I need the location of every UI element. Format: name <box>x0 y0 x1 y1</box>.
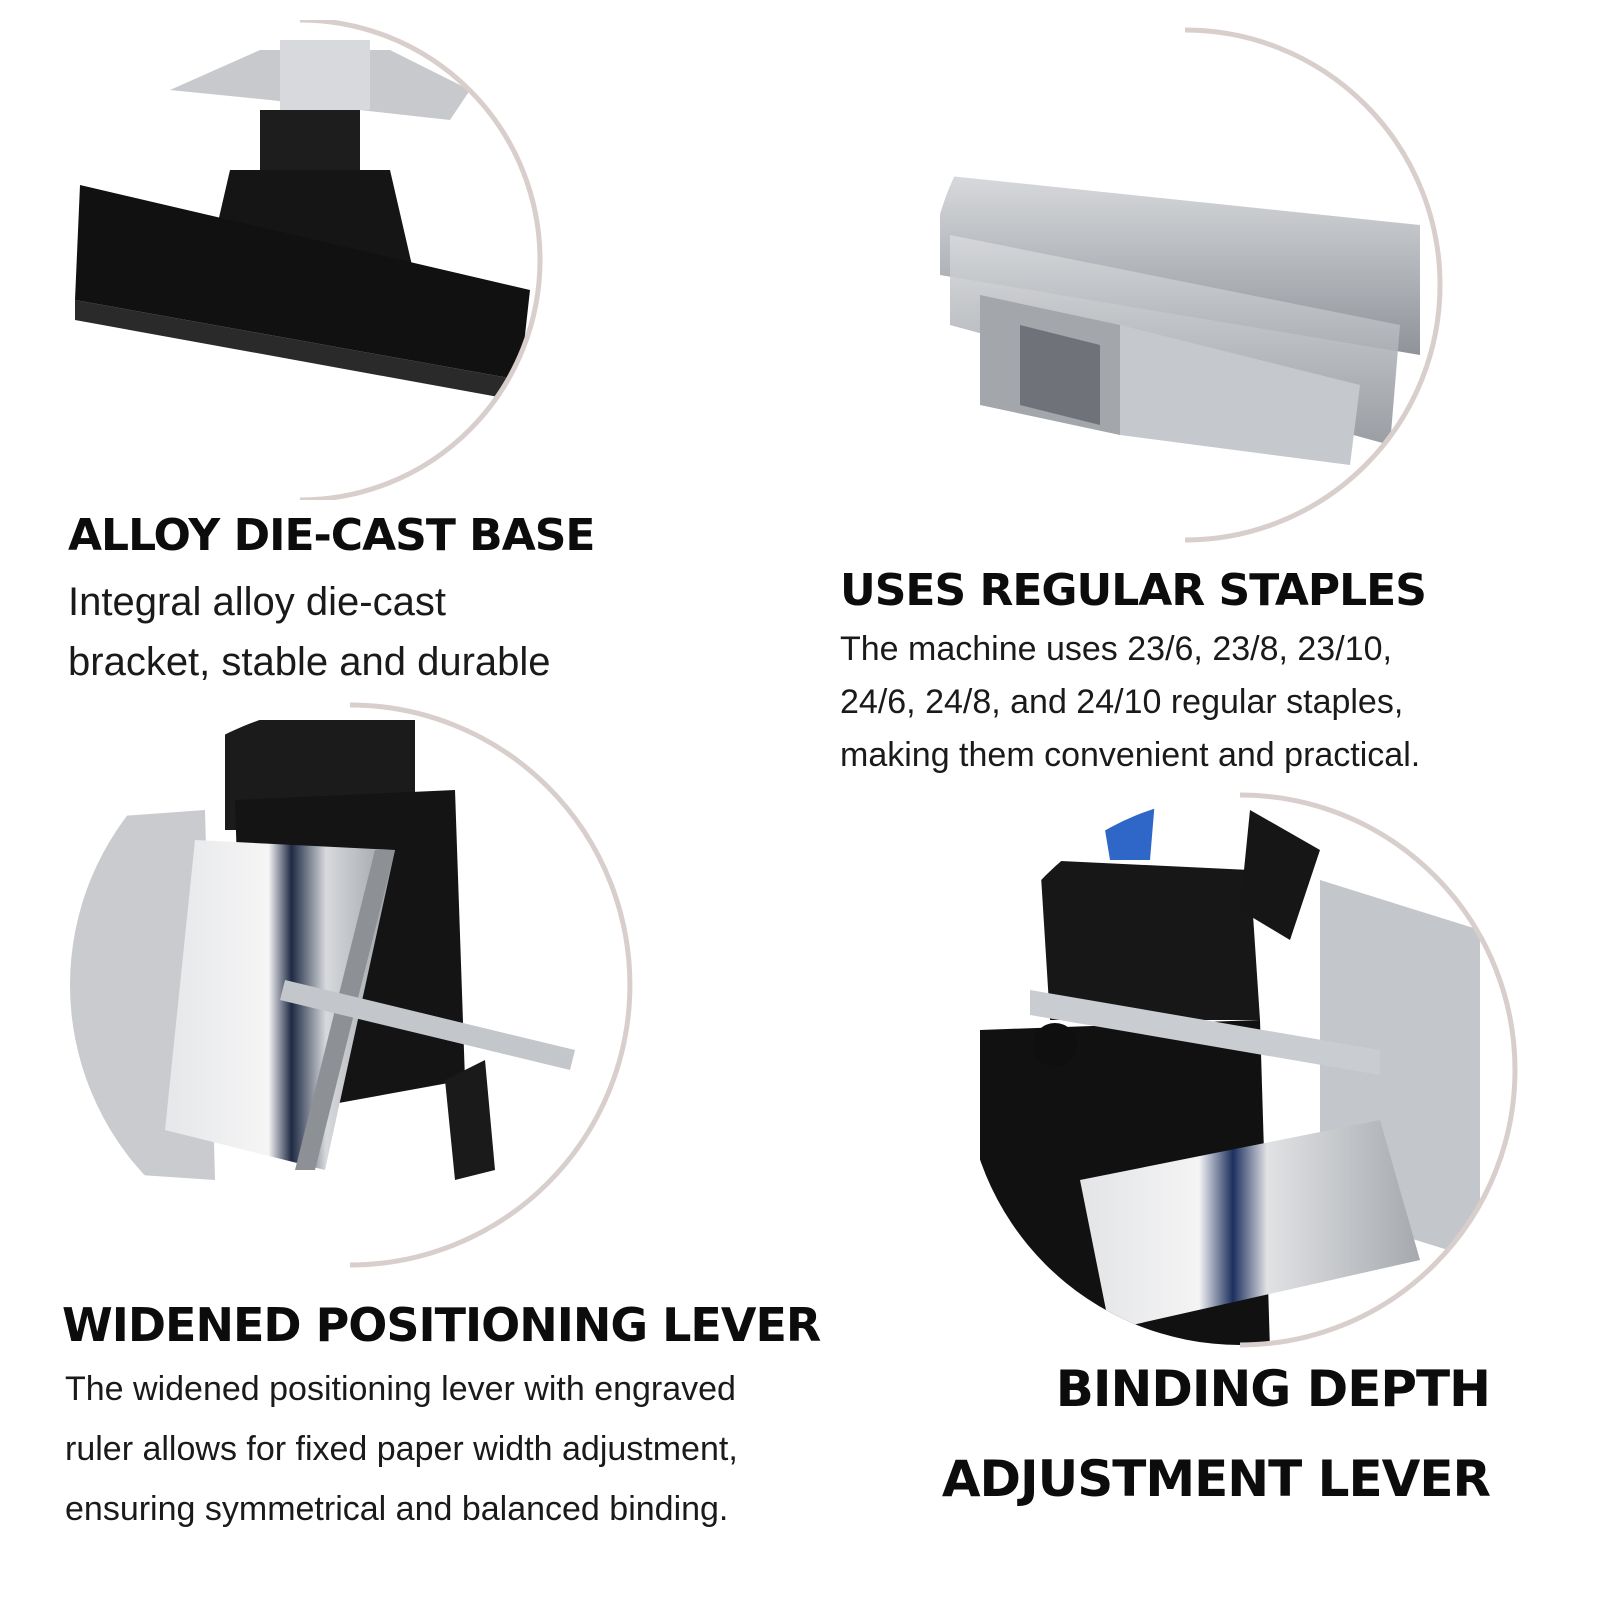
feature-heading-staples: USES REGULAR STAPLES <box>840 565 1427 616</box>
feature-heading-depth-line2: ADJUSTMENT LEVER <box>941 1450 1491 1508</box>
depth-lever-image <box>960 790 1520 1350</box>
staples-product-image <box>920 25 1450 545</box>
feature-desc-staples-line1: The machine uses 23/6, 23/8, 23/10, <box>840 630 1392 668</box>
feature-heading-base: ALLOY DIE-CAST BASE <box>68 510 595 561</box>
feature-desc-staples-line2: 24/6, 24/8, and 24/10 regular staples, <box>840 683 1404 721</box>
feature-heading-depth-line1: BINDING DEPTH <box>1055 1360 1491 1418</box>
feature-desc-base-line1: Integral alloy die-cast <box>68 580 446 624</box>
feature-heading-lever: WIDENED POSITIONING LEVER <box>62 1298 821 1352</box>
base-product-image <box>60 20 560 500</box>
feature-desc-lever-line3: ensuring symmetrical and balanced bindin… <box>65 1490 729 1528</box>
feature-desc-lever-line1: The widened positioning lever with engra… <box>65 1370 736 1408</box>
feature-desc-staples-line3: making them convenient and practical. <box>840 736 1421 774</box>
positioning-lever-image <box>65 700 635 1270</box>
feature-desc-lever-line2: ruler allows for fixed paper width adjus… <box>65 1430 738 1468</box>
feature-desc-base-line2: bracket, stable and durable <box>68 640 551 684</box>
